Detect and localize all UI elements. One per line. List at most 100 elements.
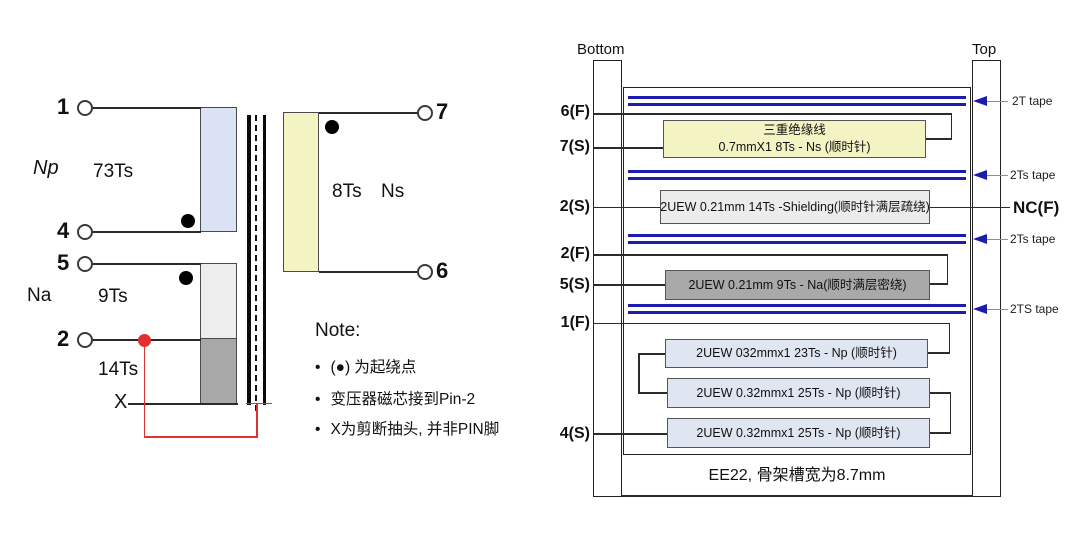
pin2s-label: 2(S)	[559, 198, 590, 215]
np-turns-label: 73Ts	[93, 161, 134, 182]
pin5-number: 5	[57, 250, 70, 275]
pin1-terminal	[77, 100, 93, 116]
np-start-dot	[181, 214, 195, 228]
pin5s-line	[594, 284, 665, 286]
tape-arrow-icon	[973, 233, 987, 244]
pin2-terminal	[77, 332, 93, 348]
np-layer1-text: 2UEW 032mmx1 23Ts - Np (顺时针)	[696, 346, 897, 361]
pin6-lead	[319, 271, 419, 273]
core-line-left	[247, 115, 251, 405]
pin7-terminal	[417, 105, 433, 121]
x-tap-lead	[128, 403, 238, 405]
pin2-number: 2	[57, 326, 70, 351]
pin7s-line	[594, 147, 663, 149]
tape-layer-3	[628, 234, 966, 238]
np-layer1-2-bracket	[638, 353, 665, 355]
ncf-label: NC(F)	[1013, 198, 1060, 217]
pin2-core-junction-dot	[138, 334, 151, 347]
pin6f-line	[594, 113, 952, 115]
pin4-lead	[91, 231, 201, 233]
pin2f-bracket	[946, 254, 949, 284]
np-layer2-box: 2UEW 0.32mmx1 25Ts - Np (顺时针)	[667, 378, 930, 408]
ns-start-dot	[325, 120, 339, 134]
pin2f-line	[594, 254, 948, 256]
na-winding-bar	[200, 263, 237, 339]
pin6-terminal	[417, 264, 433, 280]
pin6f-bracket	[950, 113, 953, 139]
shield-layer-text: 2UEW 0.21mm 14Ts -Shielding(顺时针满层疏绕)	[660, 199, 930, 214]
aux-winding-bar	[200, 338, 237, 404]
core-ground-wire-horizontal	[143, 436, 258, 438]
ns-turns-label: 8Ts	[332, 181, 362, 202]
np-winding-bar	[200, 107, 237, 232]
tape-arrow-icon	[973, 95, 987, 106]
np-layer2-3-bracket	[949, 392, 952, 434]
pin1-number: 1	[57, 94, 70, 119]
tape-layer-3	[628, 241, 966, 245]
np-winding-label: Np	[33, 157, 59, 179]
na-layer-text: 2UEW 0.21mm 9Ts - Na(顺时满层密绕)	[688, 277, 907, 292]
np-layer1-2-bracket	[638, 353, 640, 393]
tape-layer-4	[628, 304, 966, 308]
top-flange-label: Top	[972, 41, 997, 58]
np-layer2-3-bracket	[930, 432, 951, 434]
note-item-2-text: 变压器磁芯接到Pin-2	[330, 391, 476, 408]
tape-label-line	[987, 174, 1008, 176]
core-ground-wire-riser	[256, 403, 258, 437]
bullet-icon: •	[315, 359, 321, 376]
tape-label-line	[987, 238, 1008, 240]
pin5-lead	[91, 263, 201, 265]
pin5s-label: 5(S)	[559, 276, 590, 293]
note-item-1: • (●) 为起绕点	[315, 355, 416, 377]
ns-layer-line2: 0.7mmX1 8Ts - Ns (顺时针)	[718, 140, 871, 154]
pin4-number: 4	[57, 218, 70, 243]
tape-label-2: 2Ts tape	[1010, 168, 1056, 182]
pin1f-label: 1(F)	[560, 314, 590, 331]
pin7-number: 7	[436, 99, 449, 124]
note-item-2: • 变压器磁芯接到Pin-2	[315, 387, 475, 409]
tape-label-line	[987, 308, 1008, 310]
np-layer2-3-bracket	[930, 392, 951, 394]
core-bottom-tick	[246, 402, 272, 405]
na-turns-label: 9Ts	[98, 286, 128, 307]
tape-label-3: 2Ts tape	[1010, 232, 1056, 246]
bobbin-bottom-edge	[622, 495, 973, 497]
np-layer1-2-bracket	[638, 392, 667, 394]
note-item-1-text: (●) 为起绕点	[330, 359, 417, 376]
ncf-line	[930, 206, 1010, 209]
na-start-dot	[179, 271, 193, 285]
na-winding-label: Na	[27, 285, 52, 306]
ns-layer-line1: 三重绝缘线	[763, 123, 826, 138]
tape-label-1: 2T tape	[1012, 94, 1053, 108]
pin2f-bracket	[930, 283, 948, 285]
tape-arrow-icon	[973, 303, 987, 314]
core-line-right	[262, 115, 266, 405]
pin2s-line	[594, 206, 660, 209]
ns-winding-bar	[283, 112, 319, 272]
top-flange-bar	[972, 60, 1001, 497]
tape-layer-1	[628, 96, 966, 100]
tape-label-line	[987, 100, 1008, 102]
pin2f-label: 2(F)	[560, 245, 590, 262]
na-layer-box: 2UEW 0.21mm 9Ts - Na(顺时满层密绕)	[665, 270, 930, 300]
bottom-flange-label: Bottom	[577, 41, 625, 58]
pin4s-label: 4(S)	[559, 425, 590, 442]
pin5-terminal	[77, 256, 93, 272]
aux-turns-label: 14Ts	[98, 359, 139, 380]
bottom-flange-bar	[593, 60, 622, 497]
ns-layer-box: 三重绝缘线 0.7mmX1 8Ts - Ns (顺时针)	[663, 120, 926, 158]
bobbin-caption: EE22, 骨架槽宽为8.7mm	[708, 467, 886, 484]
pin1f-bracket	[928, 352, 950, 354]
pin4-terminal	[77, 224, 93, 240]
note-item-3: •X为剪断抽头, 并非PIN脚	[315, 417, 499, 439]
tape-layer-2	[628, 177, 966, 181]
x-tap-label: X	[114, 391, 128, 413]
tape-layer-4	[628, 311, 966, 315]
np-layer3-text: 2UEW 0.32mmx1 25Ts - Np (顺时针)	[696, 425, 901, 440]
ns-winding-label: Ns	[381, 181, 405, 202]
pin1-lead	[91, 107, 201, 109]
np-layer1-box: 2UEW 032mmx1 23Ts - Np (顺时针)	[665, 339, 928, 368]
bullet-icon: •	[315, 391, 321, 408]
pin6f-bracket	[926, 138, 952, 140]
